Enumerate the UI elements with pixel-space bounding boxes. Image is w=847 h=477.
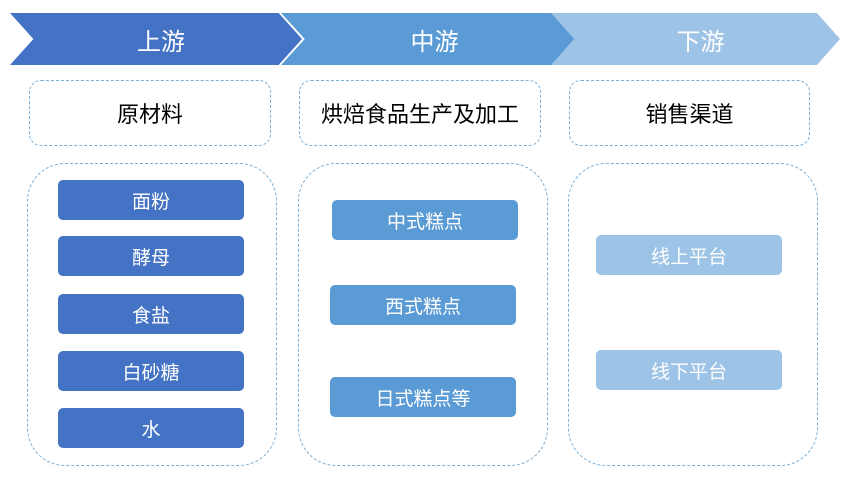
midstream-item: 日式糕点等: [330, 377, 516, 417]
upstream-header: 原材料: [29, 80, 271, 146]
downstream-header: 销售渠道: [569, 80, 810, 146]
midstream-arrow: 中游: [281, 13, 578, 65]
downstream-item: 线上平台: [596, 235, 782, 275]
midstream-arrow-label: 中游: [410, 27, 459, 56]
upstream-group: [27, 163, 277, 466]
upstream-item: 水: [58, 408, 244, 448]
upstream-arrow: 上游: [10, 13, 302, 65]
midstream-header: 烘焙食品生产及加工: [299, 80, 541, 146]
upstream-item: 面粉: [58, 180, 244, 220]
upstream-arrow-label: 上游: [137, 27, 185, 56]
downstream-arrow-label: 下游: [676, 27, 725, 56]
midstream-group: [298, 163, 548, 466]
midstream-item: 西式糕点: [330, 285, 516, 325]
downstream-group: [568, 163, 818, 466]
upstream-item: 酵母: [58, 236, 244, 276]
upstream-item: 食盐: [58, 294, 244, 334]
upstream-item: 白砂糖: [58, 351, 244, 391]
midstream-item: 中式糕点: [332, 200, 518, 240]
downstream-arrow: 下游: [551, 13, 840, 65]
downstream-item: 线下平台: [596, 350, 782, 390]
